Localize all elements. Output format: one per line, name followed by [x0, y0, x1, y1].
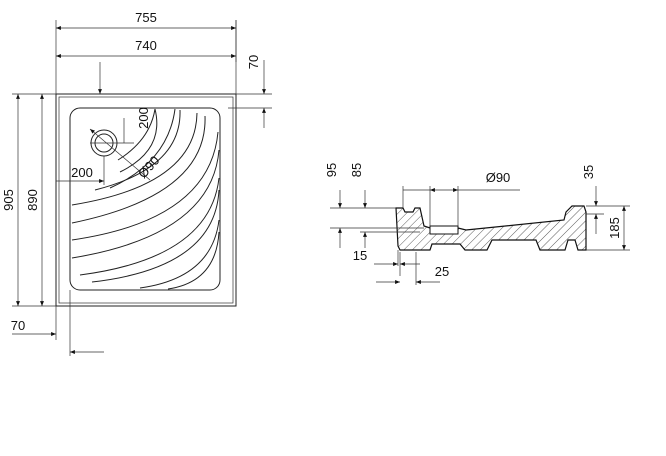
- dim-height-85: 85: [349, 163, 364, 177]
- plan-view: 755 740 70 905 890 70 200 200 Ø9: [1, 10, 272, 356]
- dim-line-drain-diameter: [89, 128, 151, 181]
- dim-inner-width: 740: [135, 38, 157, 53]
- tray-cross-section: [395, 205, 587, 251]
- section-view: 95 85 Ø90 35 185 15 25: [324, 163, 630, 285]
- dim-outer-width: 755: [135, 10, 157, 25]
- tray-grooves: [71, 108, 220, 290]
- dim-outer-height: 905: [1, 189, 16, 211]
- dim-left-offset: 70: [11, 318, 25, 333]
- dim-top-offset: 70: [246, 55, 261, 69]
- tray-basin: [69, 107, 221, 291]
- section-drain-opening: [429, 225, 459, 235]
- dim-height-95: 95: [324, 163, 339, 177]
- dim-section-drain-diameter: Ø90: [486, 170, 511, 185]
- dim-drain-from-left: 200: [71, 165, 93, 180]
- tray-edge-outline: [58, 96, 234, 304]
- dim-height-185: 185: [607, 217, 622, 239]
- dim-width-25: 25: [435, 264, 449, 279]
- tray-outer-outline: [55, 93, 237, 307]
- dim-height-35: 35: [581, 165, 596, 179]
- dim-drain-from-top: 200: [136, 107, 151, 129]
- dim-width-15: 15: [353, 248, 367, 263]
- dim-inner-height: 890: [25, 189, 40, 211]
